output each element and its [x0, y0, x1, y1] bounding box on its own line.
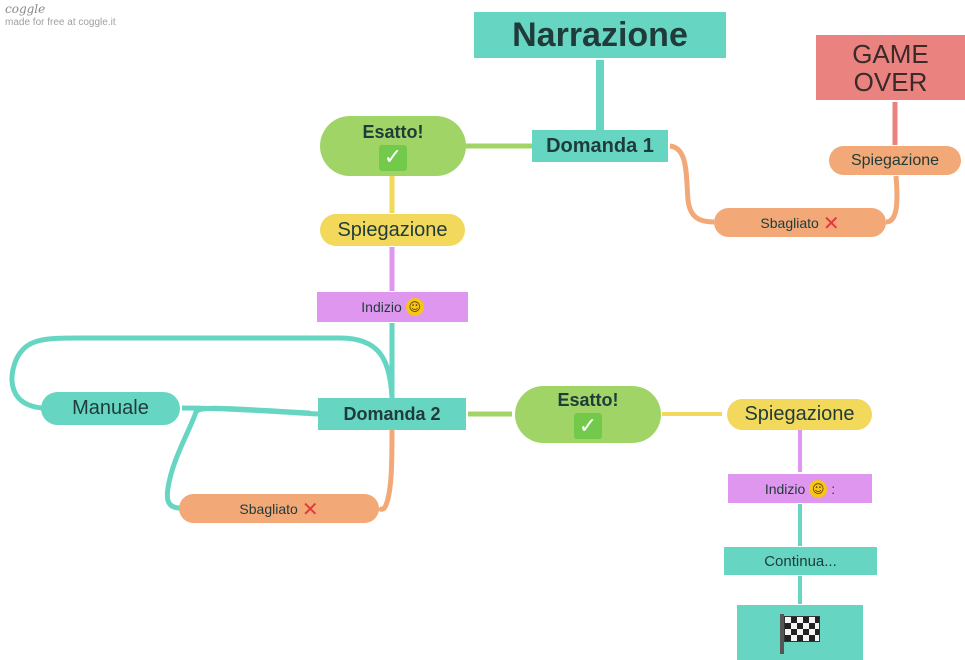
hint-1-node[interactable]: Indizio ☺ [317, 292, 468, 322]
finish-node[interactable] [737, 605, 863, 660]
smiley-icon: ☺ [809, 479, 828, 498]
explanation-1-node[interactable]: Spiegazione [320, 214, 465, 246]
edge-wrong2-manual [164, 405, 311, 511]
hint-2-label: Indizio [764, 480, 806, 497]
check-icon: ✓ [379, 144, 407, 171]
manual-label: Manuale [72, 397, 149, 419]
correct-1-node[interactable]: Esatto! ✓ [320, 116, 466, 176]
hint-2-node[interactable]: Indizio ☺ : [728, 474, 872, 503]
explanation-wrong-node[interactable]: Spiegazione [829, 146, 961, 175]
edge-q1-wrong1 [669, 143, 715, 225]
correct-1-label: Esatto! [362, 121, 424, 142]
root-label: Narrazione [512, 15, 688, 54]
coggle-branding: coggle made for free at coggle.it [5, 2, 116, 28]
explanation-2-label: Spiegazione [744, 403, 855, 425]
game-over-line-1: GAME [852, 38, 929, 69]
cross-icon: ✕ [822, 210, 840, 235]
explanation-wrong-label: Spiegazione [850, 151, 940, 169]
wrong-2-node[interactable]: Sbagliato ✕ [179, 494, 379, 523]
cross-icon: ✕ [301, 496, 319, 521]
question-1-node[interactable]: Domanda 1 [532, 130, 668, 162]
question-1-label: Domanda 1 [546, 134, 654, 157]
check-icon: ✓ [574, 413, 602, 439]
coggle-logo: coggle [5, 2, 46, 16]
correct-2-node[interactable]: Esatto! ✓ [515, 386, 661, 443]
explanation-2-node[interactable]: Spiegazione [727, 399, 872, 430]
question-2-label: Domanda 2 [343, 403, 441, 424]
wrong-2-label: Sbagliato [239, 500, 298, 517]
correct-2-label: Esatto! [557, 390, 619, 410]
edge-manual-loop [9, 335, 395, 411]
smiley-icon: ☺ [405, 298, 424, 316]
game-over-node[interactable]: GAME OVER [816, 35, 965, 100]
wrong-1-label: Sbagliato [760, 214, 819, 231]
question-2-node[interactable]: Domanda 2 [318, 398, 466, 430]
edge-q2-wrong2 [377, 429, 395, 512]
coggle-tagline: made for free at coggle.it [5, 17, 116, 28]
explanation-1-label: Spiegazione [337, 218, 448, 241]
hint-1-label: Indizio [361, 299, 402, 315]
checkered-flag-icon [778, 613, 822, 654]
wrong-1-node[interactable]: Sbagliato ✕ [714, 208, 886, 237]
continue-label: Continua... [764, 552, 837, 570]
hint-2-suffix: : [831, 480, 836, 497]
manual-node[interactable]: Manuale [41, 392, 180, 425]
edge-wrong1-expl [885, 175, 900, 225]
root-node-narrazione[interactable]: Narrazione [474, 12, 726, 58]
continue-node[interactable]: Continua... [724, 547, 877, 575]
game-over-line-2: OVER [853, 66, 928, 97]
